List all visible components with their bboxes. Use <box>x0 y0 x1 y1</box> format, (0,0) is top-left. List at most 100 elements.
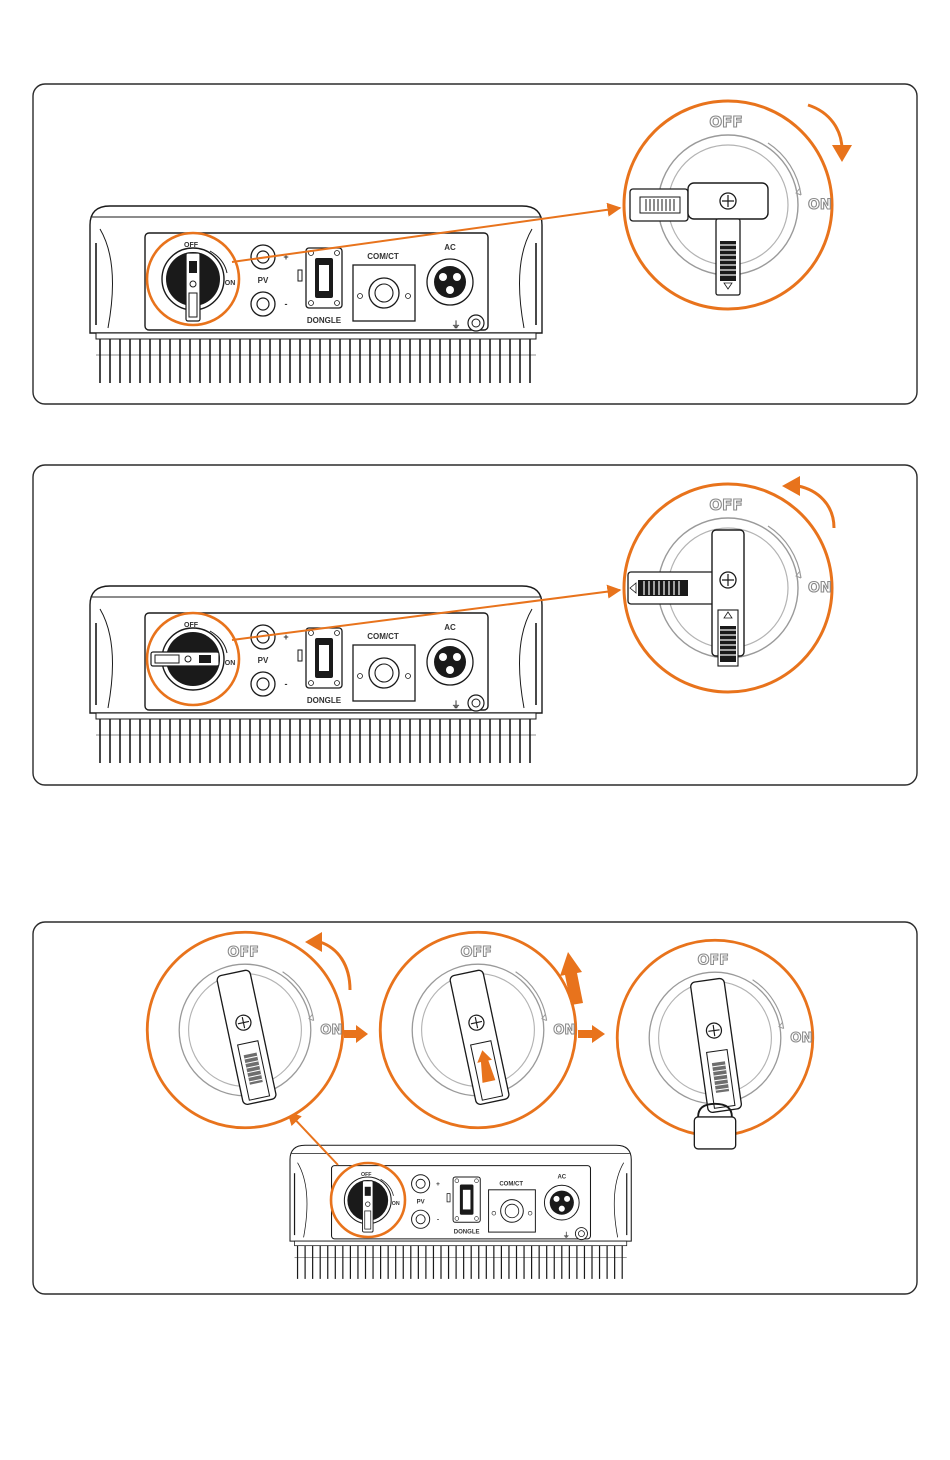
zoom-on-label: ON <box>808 197 832 213</box>
comct-gland-inner <box>505 1204 519 1218</box>
handle-grip <box>189 261 197 273</box>
pv-label: PV <box>258 276 269 285</box>
zoom-switch-off: OFF ON <box>624 484 832 692</box>
slider-grip <box>638 580 688 596</box>
comct-label: COM/CT <box>367 632 399 641</box>
lever-grip <box>720 626 736 662</box>
rotate-counterclockwise-arrowhead-3 <box>305 932 322 952</box>
heatsink-base <box>295 1241 627 1246</box>
led-indicator <box>298 270 302 281</box>
pv-plus-label: + <box>436 1181 440 1188</box>
comct-label: COM/CT <box>499 1181 523 1187</box>
handle-screw <box>185 656 191 662</box>
zoom-off-label: OFF <box>709 113 742 131</box>
ac-label: AC <box>444 623 456 632</box>
zoom-switch-on: OFF ON <box>624 101 832 309</box>
pv-minus-connector-inner <box>257 678 269 690</box>
step-arrow-2 <box>578 1025 605 1043</box>
ac-pin <box>559 1206 565 1212</box>
off-label: OFF <box>361 1172 372 1178</box>
dongle-label: DONGLE <box>307 696 342 705</box>
off-label: OFF <box>184 622 199 629</box>
comct-screw <box>406 294 411 299</box>
dongle-screw <box>309 631 314 636</box>
ground-terminal-inner <box>578 1231 584 1237</box>
comct-screw <box>358 674 363 679</box>
padlock <box>694 1117 735 1149</box>
dongle-screw <box>309 681 314 686</box>
ac-pin <box>453 273 461 281</box>
pv-minus-connector-inner <box>416 1215 425 1224</box>
zoom-on-label: ON <box>790 1031 812 1046</box>
led-indicator <box>447 1194 450 1202</box>
dongle-label: DONGLE <box>307 316 342 325</box>
ac-pin <box>439 273 447 281</box>
dc-switch-handle <box>186 253 200 321</box>
dongle-screw <box>309 301 314 306</box>
pv-minus-label: - <box>285 299 288 309</box>
dongle-socket-inner <box>319 265 329 291</box>
handle-grip <box>365 1187 371 1196</box>
pv-plus-connector-inner <box>416 1179 425 1188</box>
zoom-on-label: ON <box>320 1023 342 1038</box>
led-indicator <box>298 650 302 661</box>
rotate-counterclockwise-arrowhead <box>782 476 800 496</box>
ac-pin <box>439 653 447 661</box>
dongle-label: DONGLE <box>454 1230 480 1236</box>
dc-switch-handle <box>151 652 219 666</box>
zoom-switch-step-b: OFF ON <box>380 932 576 1128</box>
dongle-socket-inner <box>319 645 329 671</box>
pv-minus-connector-inner <box>257 298 269 310</box>
comct-screw <box>492 1211 496 1215</box>
zoom-switch-step-c: OFF ON <box>617 940 813 1149</box>
comct-screw <box>358 294 363 299</box>
zoom-off-label: OFF <box>460 945 491 961</box>
pv-label: PV <box>417 1199 425 1205</box>
pv-label: PV <box>258 656 269 665</box>
dongle-screw <box>475 1217 479 1221</box>
dongle-socket-inner <box>463 1190 471 1210</box>
dongle-screw <box>335 681 340 686</box>
ground-symbol: ⏚ <box>451 320 460 330</box>
inverter-panel-2: OFFONPV+-DONGLECOM/CTAC⏚ <box>90 586 542 763</box>
dongle-screw <box>335 301 340 306</box>
on-label: ON <box>392 1201 400 1207</box>
zoom-off-label: OFF <box>697 953 728 969</box>
ac-pin <box>446 666 454 674</box>
ac-pin <box>553 1196 559 1202</box>
pv-minus-label: - <box>285 679 288 689</box>
handle-grip <box>199 655 211 663</box>
ac-pin <box>564 1196 570 1202</box>
rotate-clockwise-arrowhead <box>832 145 852 162</box>
handle-slider <box>365 1211 371 1229</box>
heatsink-base <box>96 333 536 339</box>
dongle-screw <box>455 1217 459 1221</box>
ground-symbol: ⏚ <box>451 700 460 710</box>
dongle-screw <box>475 1179 479 1183</box>
on-label: ON <box>225 660 236 667</box>
on-label: ON <box>225 280 236 287</box>
zoom-on-label: ON <box>553 1023 575 1038</box>
ac-pin <box>446 286 454 294</box>
comct-screw <box>528 1211 532 1215</box>
ac-label: AC <box>444 243 456 252</box>
comct-screw <box>406 674 411 679</box>
dongle-screw <box>455 1179 459 1183</box>
ac-pin <box>453 653 461 661</box>
off-label: OFF <box>184 242 199 249</box>
ac-label: AC <box>557 1174 566 1180</box>
zoom-on-label: ON <box>808 580 832 596</box>
comct-label: COM/CT <box>367 252 399 261</box>
ground-terminal-inner <box>472 699 480 707</box>
handle-screw <box>190 281 196 287</box>
ground-symbol: ⏚ <box>563 1231 570 1239</box>
dongle-screw <box>335 631 340 636</box>
step-arrow-1 <box>344 1025 368 1043</box>
dc-switch-handle <box>362 1181 373 1232</box>
comct-gland-inner <box>375 284 393 302</box>
zoom-off-label: OFF <box>709 496 742 514</box>
